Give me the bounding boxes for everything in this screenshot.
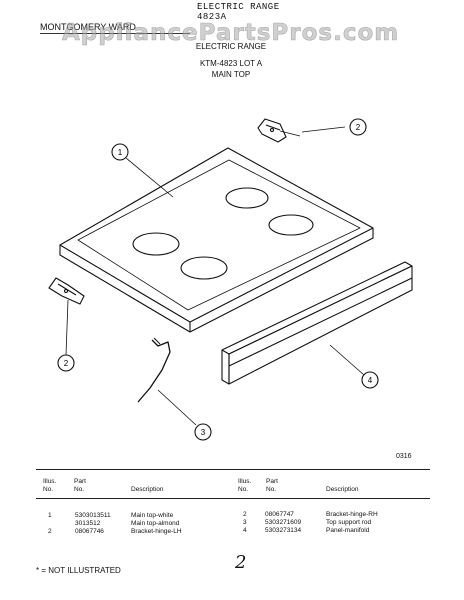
burner-opening-front [180,256,228,280]
callout-label-2-top: 2 [356,123,361,132]
col-header-illus-right: Illus.No. [238,478,252,493]
callout-label-3: 3 [201,428,206,437]
panel-manifold-part [221,261,413,389]
callout-label-1: 1 [118,148,123,157]
watermark: AppliancePartsPros.com [62,20,400,47]
col-header-illus-left: Illus.No. [43,478,57,493]
bracket-hinge-rh-part [257,118,367,143]
callout-circle-2-bottom [57,354,75,372]
typed-header-line2: 4823A [197,12,227,22]
typed-header-line1: ELECTRIC RANGE [197,2,280,12]
table-header-rule [36,498,430,499]
callout-label-2-bottom: 2 [64,359,69,368]
footnote: * = NOT ILLUSTRATED [36,566,121,575]
burner-opening-right [268,214,314,236]
burner-opening-left-front [132,232,180,256]
title-line1: ELECTRIC RANGE [195,42,267,51]
col-header-description-left: Description [131,486,164,493]
bracket-hinge-lh-part [48,277,85,372]
col-header-description-right: Description [326,486,359,493]
callout-circle-4 [361,371,379,389]
callout-label-4: 4 [368,376,373,385]
handwritten-page-number: 2 [235,552,247,573]
callout-circle-3 [194,423,212,441]
burner-opening-rear [225,187,269,209]
page-code: 0316 [396,453,412,460]
callout-circle-2-top [349,118,367,136]
title-line2: KTM-4823 LOT A [199,59,263,68]
top-support-rod-part [137,337,212,441]
brand-label: MONTGOMERY WARD [40,22,136,32]
main-top-part [59,147,374,333]
title-line3: MAIN TOP [211,70,251,79]
table-top-rule [36,469,430,470]
header-underline [40,33,190,34]
callout-circle-1 [111,143,129,161]
